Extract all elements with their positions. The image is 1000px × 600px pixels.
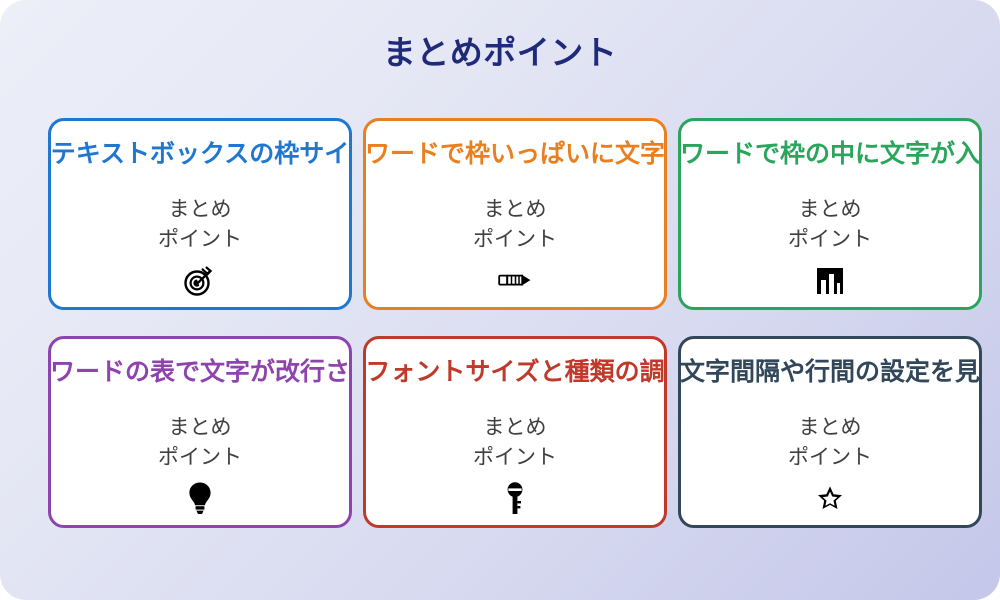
card-body: まとめ ポイント [51, 413, 349, 474]
card-grid: テキストボックスの枠サイ まとめ ポイント [48, 118, 982, 528]
pencil-icon [366, 263, 664, 297]
card-clip-region: ワードの表で文字が改行さ まとめ ポイント [49, 339, 351, 525]
card-body-line-1: まとめ [798, 198, 862, 221]
card-word-full-frame-text[interactable]: ワードで枠いっぱいに文字 まとめ ポイント [363, 118, 667, 310]
card-font-size-and-type[interactable]: フォントサイズと種類の調 まとめ ポイント [363, 336, 667, 528]
card-body: まとめ ポイント [681, 413, 979, 474]
card-body: まとめ ポイント [366, 413, 664, 474]
card-title: ワードで枠いっぱいに文字 [366, 140, 664, 168]
card-title: 文字間隔や行間の設定を見 [679, 358, 981, 386]
card-body-line-2: ポイント [158, 228, 242, 252]
bar-chart-icon [681, 263, 979, 297]
page-title: まとめポイント [382, 34, 618, 71]
card-title: テキストボックスの枠サイ [51, 140, 349, 168]
card-body-line-2: ポイント [788, 228, 872, 252]
card-body-line-2: ポイント [473, 446, 557, 470]
card-body-line-1: まとめ [168, 416, 232, 439]
card-body: まとめ ポイント [366, 195, 664, 256]
card-clip-region: ワードで枠いっぱいに文字 まとめ ポイント [366, 121, 664, 307]
card-clip-region: フォントサイズと種類の調 まとめ ポイント [366, 339, 664, 525]
key-icon [366, 481, 664, 515]
card-body-line-2: ポイント [158, 446, 242, 470]
lightbulb-icon [51, 481, 349, 515]
card-text-box-frame-size[interactable]: テキストボックスの枠サイ まとめ ポイント [48, 118, 352, 310]
card-clip-region: ワードで枠の中に文字が入 まとめ ポイント [679, 121, 981, 307]
card-body-line-1: まとめ [168, 198, 232, 221]
card-body-line-1: まとめ [483, 416, 547, 439]
card-clip-region: テキストボックスの枠サイ まとめ ポイント [51, 121, 349, 307]
card-title: フォントサイズと種類の調 [366, 358, 664, 386]
card-word-table-line-break[interactable]: ワードの表で文字が改行さ まとめ ポイント [48, 336, 352, 528]
card-title: ワードで枠の中に文字が入 [679, 140, 981, 168]
card-body-line-2: ポイント [473, 228, 557, 252]
card-title: ワードの表で文字が改行さ [49, 358, 351, 386]
target-dart-icon [51, 263, 349, 297]
card-body-line-1: まとめ [798, 416, 862, 439]
card-body: まとめ ポイント [681, 195, 979, 256]
card-word-text-fits-frame[interactable]: ワードで枠の中に文字が入 まとめ ポイント [678, 118, 982, 310]
card-body-line-2: ポイント [788, 446, 872, 470]
card-char-and-line-spacing[interactable]: 文字間隔や行間の設定を見 まとめ ポイント [678, 336, 982, 528]
star-icon [681, 481, 979, 515]
card-clip-region: 文字間隔や行間の設定を見 まとめ ポイント [679, 339, 981, 525]
card-body: まとめ ポイント [51, 195, 349, 256]
card-body-line-1: まとめ [483, 198, 547, 221]
